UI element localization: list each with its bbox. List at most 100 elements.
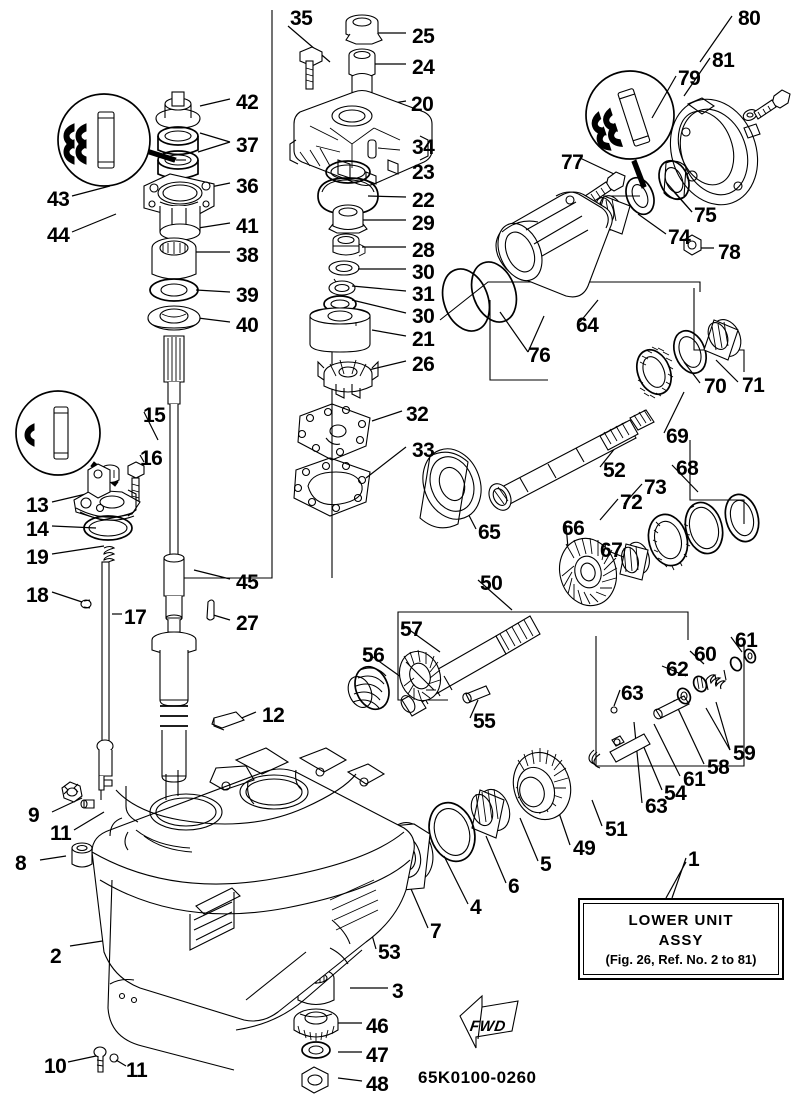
callout-number-1: 1 xyxy=(688,848,700,871)
callout-number-80: 80 xyxy=(738,7,761,30)
callout-number-36: 36 xyxy=(236,175,259,198)
part-24-insert xyxy=(348,48,376,79)
part-38-needle-bearing xyxy=(151,237,197,280)
callout-number-55: 55 xyxy=(473,710,496,733)
part-39-washer xyxy=(149,278,199,302)
part-66-forward-gear xyxy=(559,537,618,607)
part-9-nut xyxy=(61,781,83,803)
callout-number-30: 30 xyxy=(412,261,435,284)
part-49-reverse-gear xyxy=(512,748,572,821)
callout-number-24: 24 xyxy=(412,56,435,79)
callout-number-12: 12 xyxy=(262,704,285,727)
drawing-number: 65K0100-0260 xyxy=(418,1068,537,1087)
detail-callout-circle-seals-top xyxy=(57,93,186,187)
callout-number-26: 26 xyxy=(412,353,435,376)
callout-number-64: 64 xyxy=(576,314,599,337)
callout-number-40: 40 xyxy=(236,314,259,337)
legend-line-3: (Fig. 26, Ref. No. 2 to 81) xyxy=(605,951,757,967)
callout-number-30: 30 xyxy=(412,305,435,328)
water-pump-assembly xyxy=(289,14,433,517)
callout-number-9: 9 xyxy=(28,804,40,827)
fwd-direction-arrow xyxy=(459,994,519,1049)
part-34-dowel-pin xyxy=(367,139,377,159)
callout-number-3: 3 xyxy=(392,980,404,1003)
legend-box: LOWER UNIT ASSY (Fig. 26, Ref. No. 2 to … xyxy=(578,898,784,980)
part-41-sleeve xyxy=(159,206,201,241)
pinion-shaft-group xyxy=(347,615,541,717)
part-37-oil-seals xyxy=(157,126,199,180)
legend-line-1: LOWER UNIT xyxy=(628,911,734,929)
part-46-gear xyxy=(293,1008,339,1041)
callout-number-53: 53 xyxy=(378,941,401,964)
detail-callout-circle-seals-right xyxy=(585,70,675,189)
callout-number-74: 74 xyxy=(668,226,691,249)
part-28-bushing xyxy=(332,233,366,257)
callout-number-11: 11 xyxy=(126,1059,148,1082)
part-19-spring xyxy=(103,545,116,567)
callout-number-13: 13 xyxy=(26,494,49,517)
callout-number-72: 72 xyxy=(620,491,643,514)
callout-number-60: 60 xyxy=(694,643,717,666)
part-60-washer xyxy=(729,656,743,672)
part-58-shift-slide xyxy=(692,675,708,693)
callout-number-23: 23 xyxy=(412,161,435,184)
part-42-seal-housing xyxy=(155,91,201,129)
callout-number-48: 48 xyxy=(366,1073,389,1096)
callout-number-65: 65 xyxy=(478,521,501,544)
part-2-lower-casing xyxy=(91,747,415,1071)
callout-number-51: 51 xyxy=(605,818,628,841)
callout-number-29: 29 xyxy=(412,212,435,235)
callout-number-59: 59 xyxy=(733,742,756,765)
part-52-propeller-shaft xyxy=(488,409,655,511)
legend-leader xyxy=(665,861,687,899)
callout-number-15: 15 xyxy=(143,404,166,427)
callout-number-63: 63 xyxy=(621,682,644,705)
part-71-needle-bearing xyxy=(703,319,742,361)
part-45-drive-shaft xyxy=(151,335,197,783)
part-8-bushing xyxy=(71,842,93,868)
callout-number-52: 52 xyxy=(603,459,626,482)
callout-number-46: 46 xyxy=(366,1015,389,1038)
callout-number-35: 35 xyxy=(290,7,313,30)
part-57-coil-spring xyxy=(347,665,390,711)
part-10-screw xyxy=(93,1046,107,1073)
part-65-ball-bearing xyxy=(419,448,482,529)
callout-number-57: 57 xyxy=(400,618,423,641)
part-26-impeller xyxy=(317,359,379,399)
part-23-oring xyxy=(325,160,371,184)
part-6-retaining-ring xyxy=(428,801,476,863)
callout-number-54: 54 xyxy=(664,782,687,805)
callout-number-76: 76 xyxy=(528,344,551,367)
callout-number-44: 44 xyxy=(47,224,70,247)
callout-number-18: 18 xyxy=(26,584,49,607)
callout-number-11: 11 xyxy=(50,822,72,845)
part-35-bolt xyxy=(299,46,323,90)
part-70-thrust-washer xyxy=(672,329,708,375)
bearing-carrier-group xyxy=(441,89,791,332)
shift-rod-assembly xyxy=(73,461,145,800)
part-20-pump-housing xyxy=(289,72,433,187)
part-73-shim xyxy=(684,501,724,555)
part-21-pump-insert xyxy=(309,307,371,353)
part-51-shift-plunger-rod xyxy=(588,733,651,769)
callout-number-8: 8 xyxy=(15,852,27,875)
drive-shaft-column xyxy=(143,91,245,783)
callout-number-28: 28 xyxy=(412,239,435,262)
callout-number-62: 62 xyxy=(666,658,689,681)
fwd-arrow-label: FWD xyxy=(468,1018,507,1035)
callout-number-31: 31 xyxy=(412,283,435,306)
callout-number-21: 21 xyxy=(412,328,435,351)
callout-number-61: 61 xyxy=(683,768,706,791)
legend-line-2: ASSY xyxy=(658,931,704,949)
callout-number-78: 78 xyxy=(718,241,741,264)
callout-number-37: 37 xyxy=(236,134,259,157)
callout-number-66: 66 xyxy=(562,517,585,540)
callout-number-45: 45 xyxy=(236,571,259,594)
part-55-cross-pin xyxy=(462,685,491,704)
part-56-dog-clutch xyxy=(398,649,442,703)
callout-number-22: 22 xyxy=(412,189,435,212)
callout-number-7: 7 xyxy=(430,920,442,943)
part-62-spring xyxy=(705,669,727,691)
callout-number-27: 27 xyxy=(236,612,259,635)
